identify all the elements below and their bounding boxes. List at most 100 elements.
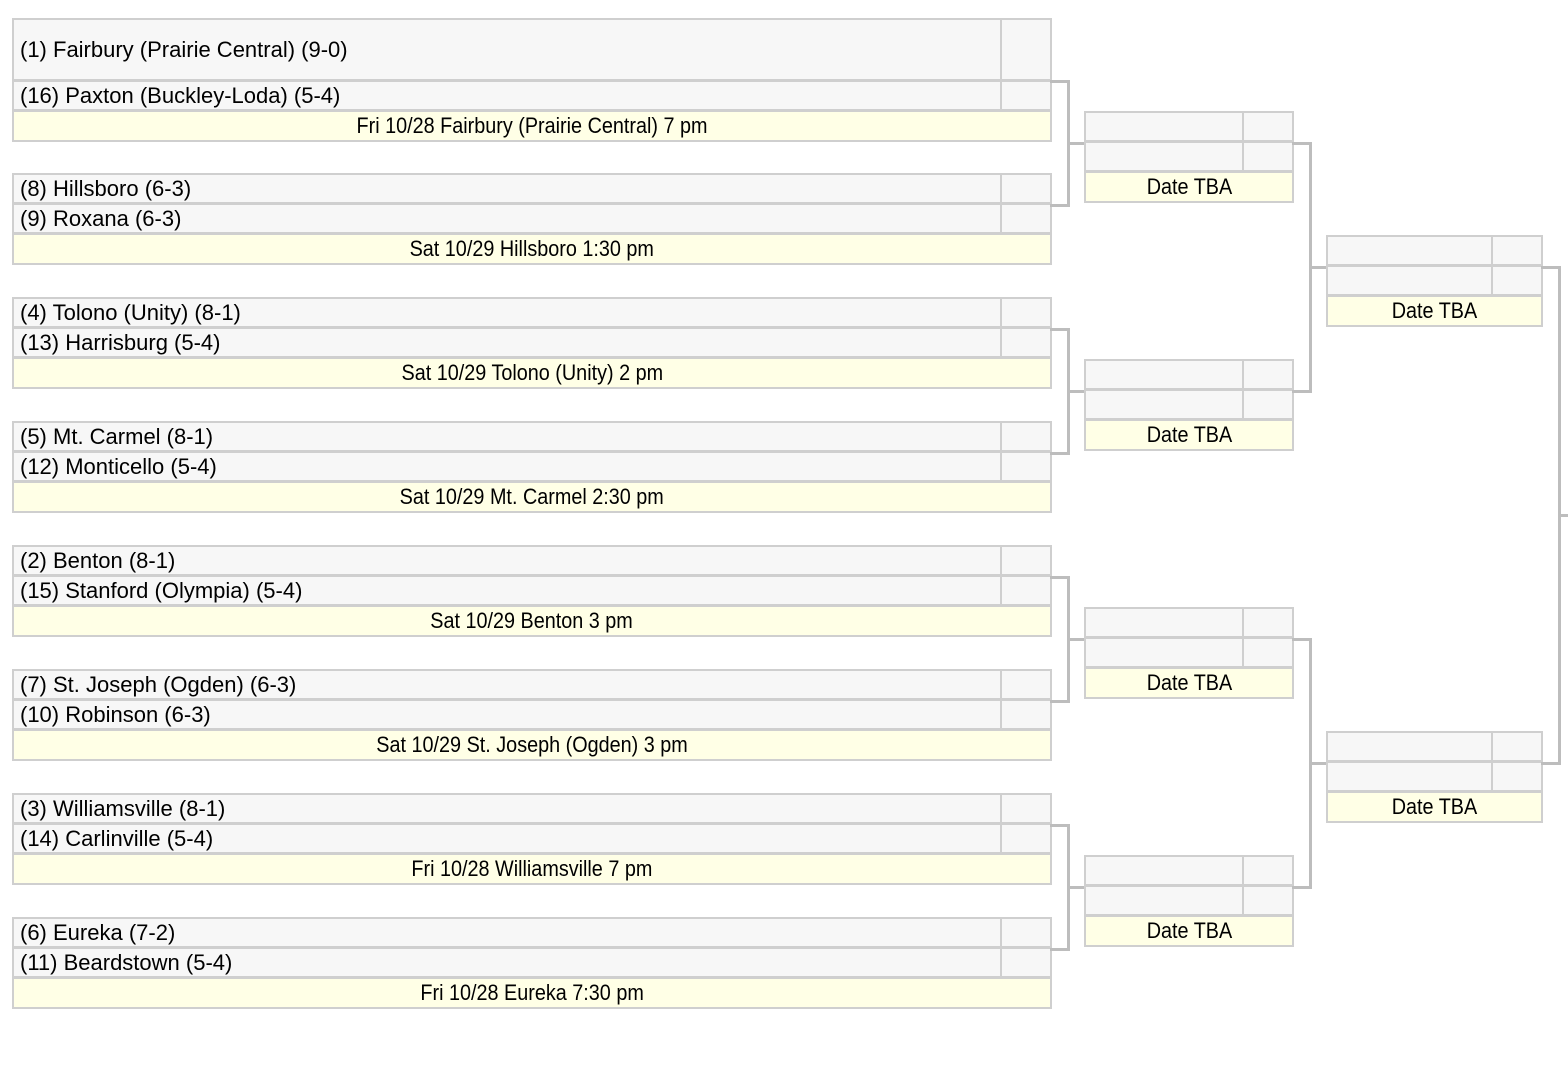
game-info-text: Date TBA [1146, 670, 1232, 695]
matchup-team-bottom[interactable]: (12) Monticello (5-4) [12, 451, 1052, 482]
game-info-text: Date TBA [1391, 298, 1478, 323]
team-name [1086, 639, 1242, 666]
matchup-team-bottom[interactable]: (14) Carlinville (5-4) [12, 823, 1052, 854]
team-name [1086, 857, 1242, 884]
bracket-connector [1292, 638, 1312, 641]
game-info-text: Sat 10/29 Mt. Carmel 2:30 pm [399, 484, 665, 509]
bracket-connector [1558, 514, 1568, 517]
team-name: (16) Paxton (Buckley-Loda) (5-4) [20, 82, 341, 108]
team-name [1086, 361, 1242, 388]
team-score [1000, 423, 1050, 450]
team-name: (11) Beardstown (5-4) [20, 949, 233, 975]
team-name [1328, 733, 1491, 760]
team-name [1328, 237, 1491, 264]
team-score [1000, 453, 1050, 480]
game-info: Date TBA [1084, 419, 1294, 451]
bracket-connector [1541, 266, 1561, 269]
game-info-text: Date TBA [1391, 794, 1478, 819]
matchup-team-bottom[interactable]: (9) Roxana (6-3) [12, 203, 1052, 234]
team-name: (1) Fairbury (Prairie Central) (9-0) [20, 36, 348, 62]
matchup-team-top[interactable] [1084, 359, 1294, 390]
matchup-team-bottom[interactable]: (10) Robinson (6-3) [12, 699, 1052, 730]
matchup-team-top[interactable]: (7) St. Joseph (Ogden) (6-3) [12, 669, 1052, 700]
bracket-connector [1050, 328, 1070, 331]
team-name: (4) Tolono (Unity) (8-1) [20, 299, 241, 325]
matchup-team-top[interactable] [1084, 111, 1294, 142]
team-score [1000, 671, 1050, 698]
matchup-team-bottom[interactable] [1084, 389, 1294, 420]
team-name [1086, 609, 1242, 636]
team-name [1086, 113, 1242, 140]
game-info: Sat 10/29 St. Joseph (Ogden) 3 pm [12, 729, 1052, 761]
bracket-connector [1050, 452, 1070, 455]
game-info: Fri 10/28 Williamsville 7 pm [12, 853, 1052, 885]
team-name [1086, 887, 1242, 914]
matchup-team-top[interactable]: (5) Mt. Carmel (8-1) [12, 421, 1052, 452]
matchup-team-top[interactable]: (2) Benton (8-1) [12, 545, 1052, 576]
matchup-team-top[interactable] [1326, 731, 1543, 762]
game-info: Sat 10/29 Mt. Carmel 2:30 pm [12, 481, 1052, 513]
team-score [1242, 857, 1292, 884]
team-name: (10) Robinson (6-3) [20, 701, 211, 727]
team-name [1086, 143, 1242, 170]
matchup-team-bottom[interactable]: (11) Beardstown (5-4) [12, 947, 1052, 978]
game-info: Sat 10/29 Tolono (Unity) 2 pm [12, 357, 1052, 389]
team-score [1000, 547, 1050, 574]
team-score [1000, 299, 1050, 326]
team-name: (13) Harrisburg (5-4) [20, 329, 221, 355]
matchup-team-bottom[interactable] [1326, 761, 1543, 792]
matchup-team-top[interactable] [1084, 607, 1294, 638]
team-score [1000, 329, 1050, 356]
team-name: (8) Hillsboro (6-3) [20, 175, 192, 201]
bracket-connector [1292, 390, 1312, 393]
matchup-team-top[interactable]: (1) Fairbury (Prairie Central) (9-0) [12, 18, 1052, 81]
game-info: Fri 10/28 Eureka 7:30 pm [12, 977, 1052, 1009]
game-info: Fri 10/28 Fairbury (Prairie Central) 7 p… [12, 110, 1052, 142]
bracket-connector [1309, 762, 1326, 765]
game-info: Date TBA [1084, 171, 1294, 203]
matchup-team-bottom[interactable] [1084, 885, 1294, 916]
team-score [1242, 113, 1292, 140]
matchup-team-top[interactable] [1084, 855, 1294, 886]
matchup-team-bottom[interactable] [1084, 637, 1294, 668]
team-score [1242, 887, 1292, 914]
bracket-connector [1541, 762, 1561, 765]
bracket-connector [1050, 948, 1070, 951]
team-score [1242, 639, 1292, 666]
team-score [1000, 919, 1050, 946]
game-info-text: Sat 10/29 Tolono (Unity) 2 pm [401, 360, 663, 385]
matchup-team-top[interactable]: (3) Williamsville (8-1) [12, 793, 1052, 824]
team-name: (12) Monticello (5-4) [20, 453, 217, 479]
bracket-connector [1067, 886, 1084, 889]
team-name: (15) Stanford (Olympia) (5-4) [20, 577, 303, 603]
matchup-team-top[interactable] [1326, 235, 1543, 266]
matchup-team-bottom[interactable] [1326, 265, 1543, 296]
team-score [1242, 143, 1292, 170]
game-info-text: Sat 10/29 St. Joseph (Ogden) 3 pm [376, 732, 688, 757]
team-score [1491, 733, 1541, 760]
bracket-connector [1292, 142, 1312, 145]
game-info: Date TBA [1326, 791, 1543, 823]
matchup-team-bottom[interactable]: (15) Stanford (Olympia) (5-4) [12, 575, 1052, 606]
team-score [1242, 391, 1292, 418]
bracket-connector [1309, 266, 1326, 269]
team-score [1242, 361, 1292, 388]
game-info: Sat 10/29 Hillsboro 1:30 pm [12, 233, 1052, 265]
team-name: (6) Eureka (7-2) [20, 919, 176, 945]
matchup-team-bottom[interactable] [1084, 141, 1294, 172]
matchup-team-bottom[interactable]: (13) Harrisburg (5-4) [12, 327, 1052, 358]
matchup-team-top[interactable]: (8) Hillsboro (6-3) [12, 173, 1052, 204]
game-info-text: Fri 10/28 Fairbury (Prairie Central) 7 p… [356, 113, 708, 138]
game-info-text: Sat 10/29 Benton 3 pm [430, 608, 634, 633]
matchup-team-top[interactable]: (4) Tolono (Unity) (8-1) [12, 297, 1052, 328]
team-score [1000, 20, 1050, 79]
game-info: Date TBA [1084, 915, 1294, 947]
game-info-text: Sat 10/29 Hillsboro 1:30 pm [409, 236, 655, 261]
team-name [1086, 391, 1242, 418]
game-info: Sat 10/29 Benton 3 pm [12, 605, 1052, 637]
matchup-team-top[interactable]: (6) Eureka (7-2) [12, 917, 1052, 948]
bracket-connector [1067, 390, 1084, 393]
team-score [1000, 577, 1050, 604]
matchup-team-bottom[interactable]: (16) Paxton (Buckley-Loda) (5-4) [12, 80, 1052, 111]
